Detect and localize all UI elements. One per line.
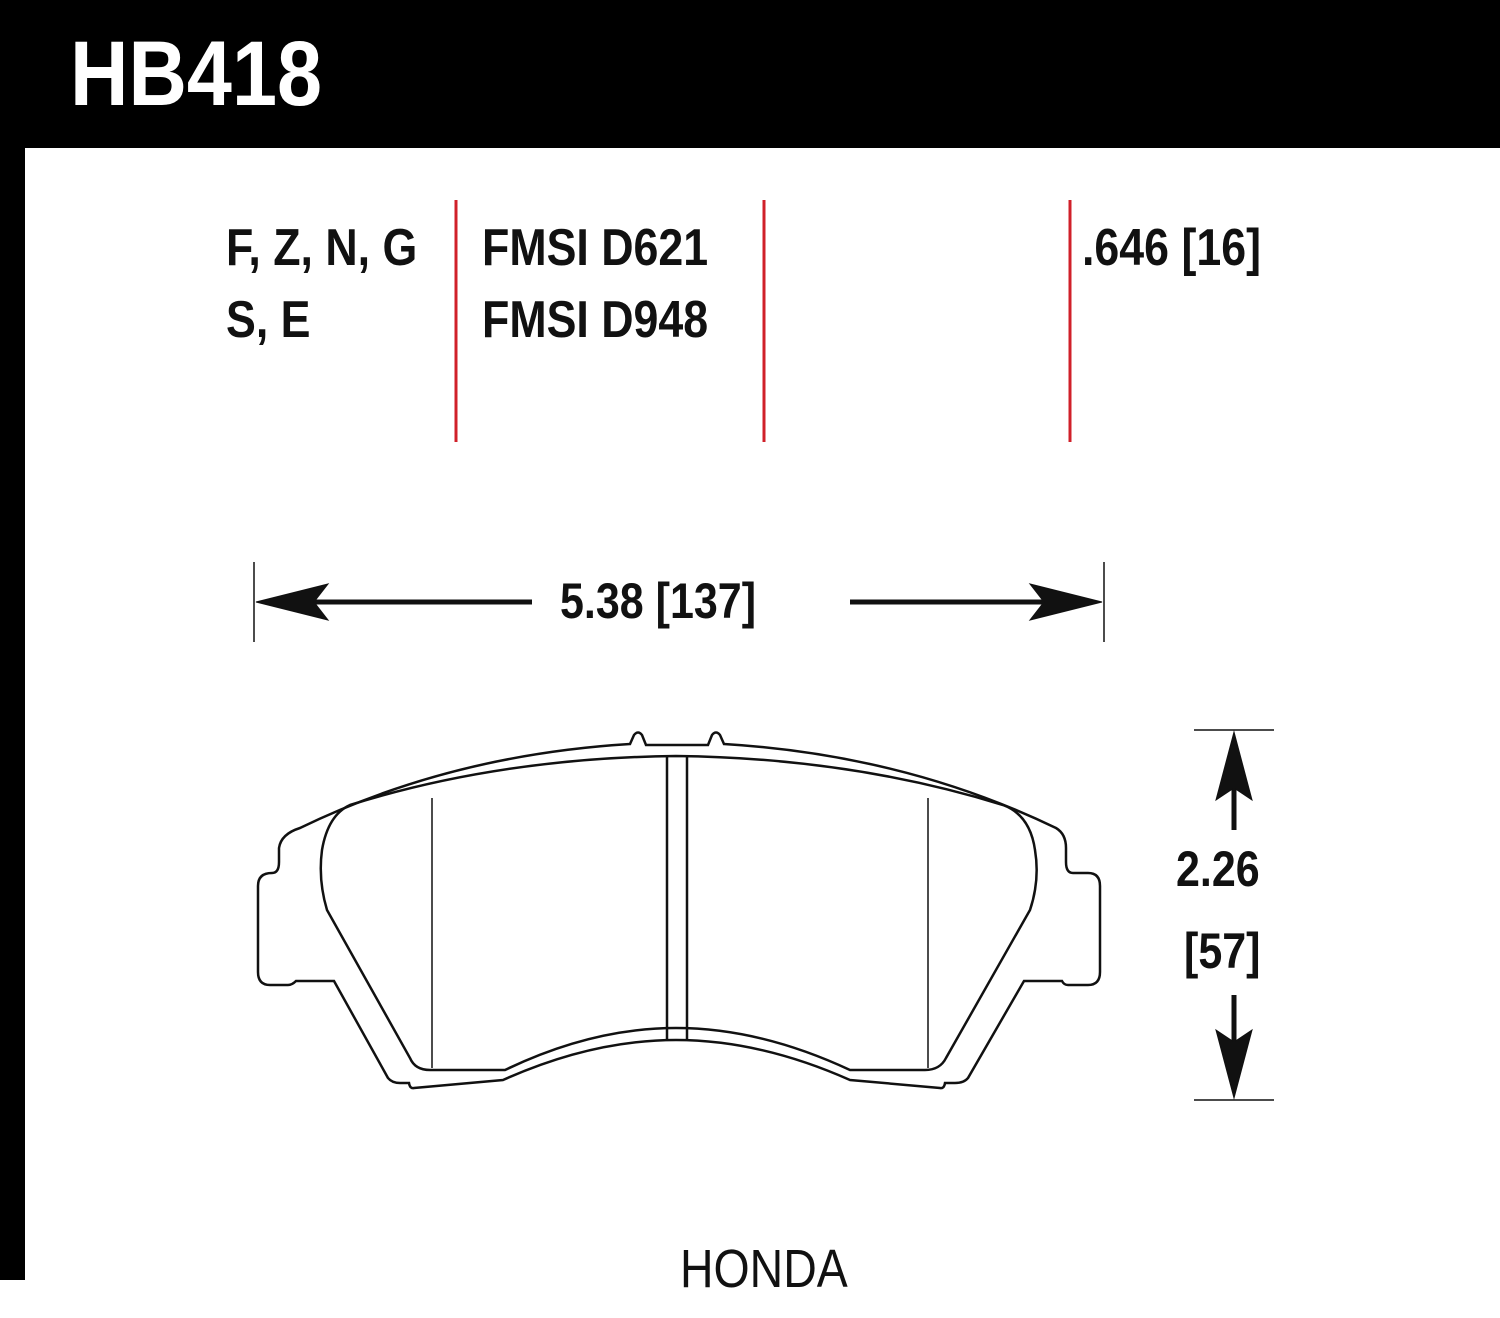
fmsi-number: FMSI D948 <box>482 291 709 349</box>
part-number-title: HB418 <box>70 23 323 125</box>
width-value: 5.38 [137] <box>560 573 757 629</box>
arrow-up-icon <box>1215 730 1253 802</box>
arrow-right-icon <box>1028 583 1103 621</box>
column-dividers <box>454 200 1072 442</box>
height-inches: 2.26 <box>1176 841 1260 897</box>
arrow-left-icon <box>255 583 330 621</box>
thickness-value: .646 [16] <box>1082 219 1262 277</box>
fmsi-number: FMSI D621 <box>482 219 709 277</box>
height-mm: [57] <box>1184 923 1261 979</box>
height-dimension <box>1194 729 1274 1101</box>
brake-pad-outline <box>256 731 1102 1090</box>
backing-plate <box>256 731 1102 1090</box>
compounds-line-1: F, Z, N, G <box>226 219 418 277</box>
compounds-line-2: S, E <box>226 291 311 349</box>
arrow-down-icon <box>1215 1028 1253 1100</box>
width-dimension <box>253 562 1105 642</box>
vehicle-make: HONDA <box>680 1239 848 1299</box>
header-bar <box>0 0 1500 148</box>
left-border-bar <box>0 0 25 1280</box>
friction-material <box>319 754 1038 1072</box>
